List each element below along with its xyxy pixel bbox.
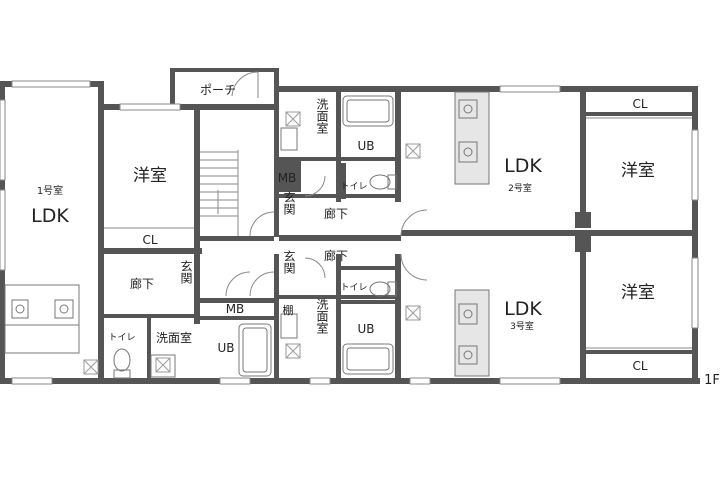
- unit3-number: 3号室: [510, 320, 534, 332]
- unit2-hallway-label: 廊下: [324, 206, 348, 221]
- unit3-hallway-label: 廊下: [324, 248, 348, 263]
- unit2-closet-label: CL: [632, 97, 647, 111]
- unit1-bedroom-label: 洋室: [133, 166, 167, 186]
- unit1-hallway-label: 廊下: [130, 276, 154, 291]
- unit3-entrance-label: 玄関: [282, 249, 296, 274]
- unit3-bedroom-label: 洋室: [621, 283, 655, 303]
- unit1-number: 1号室: [37, 184, 63, 197]
- unit2-toilet-label: トイレ: [340, 182, 367, 192]
- unit1-entrance-label: 玄関: [179, 259, 193, 284]
- unit3-toilet-label: トイレ: [340, 283, 367, 293]
- unit3-ldk-label: LDK: [504, 298, 542, 320]
- unit2-bath-label: UB: [357, 139, 374, 153]
- unit1-ldk-label: LDK: [31, 205, 69, 227]
- unit2-number: 2号室: [508, 182, 532, 194]
- mb-lower-label: MB: [226, 302, 245, 316]
- unit3-washroom-label: 洗面室: [315, 298, 329, 334]
- mb-upper-label: MB: [278, 171, 297, 185]
- unit1-washroom-label: 洗面室: [156, 330, 192, 345]
- staircase: [200, 150, 239, 236]
- unit1-toilet-label: トイレ: [108, 333, 135, 343]
- unit1-bath-label: UB: [217, 341, 234, 355]
- floor-label: 1F: [704, 373, 720, 388]
- unit2-ldk-label: LDK: [504, 155, 542, 177]
- unit3-closet-label: CL: [632, 359, 647, 373]
- unit2-bedroom-label: 洋室: [621, 161, 655, 181]
- unit1-closet-label: CL: [142, 233, 157, 247]
- unit3-shelf-label: 棚: [283, 303, 294, 317]
- walls: [0, 68, 700, 384]
- unit2-washroom-label: 洗面室: [315, 98, 329, 134]
- unit2-entrance-label: 玄関: [282, 190, 296, 215]
- unit3-bath-label: UB: [357, 322, 374, 336]
- vent-markers: [83, 111, 421, 375]
- porch-label: ポーチ: [200, 83, 236, 97]
- windows: [0, 80, 699, 385]
- fixtures: [4, 71, 692, 379]
